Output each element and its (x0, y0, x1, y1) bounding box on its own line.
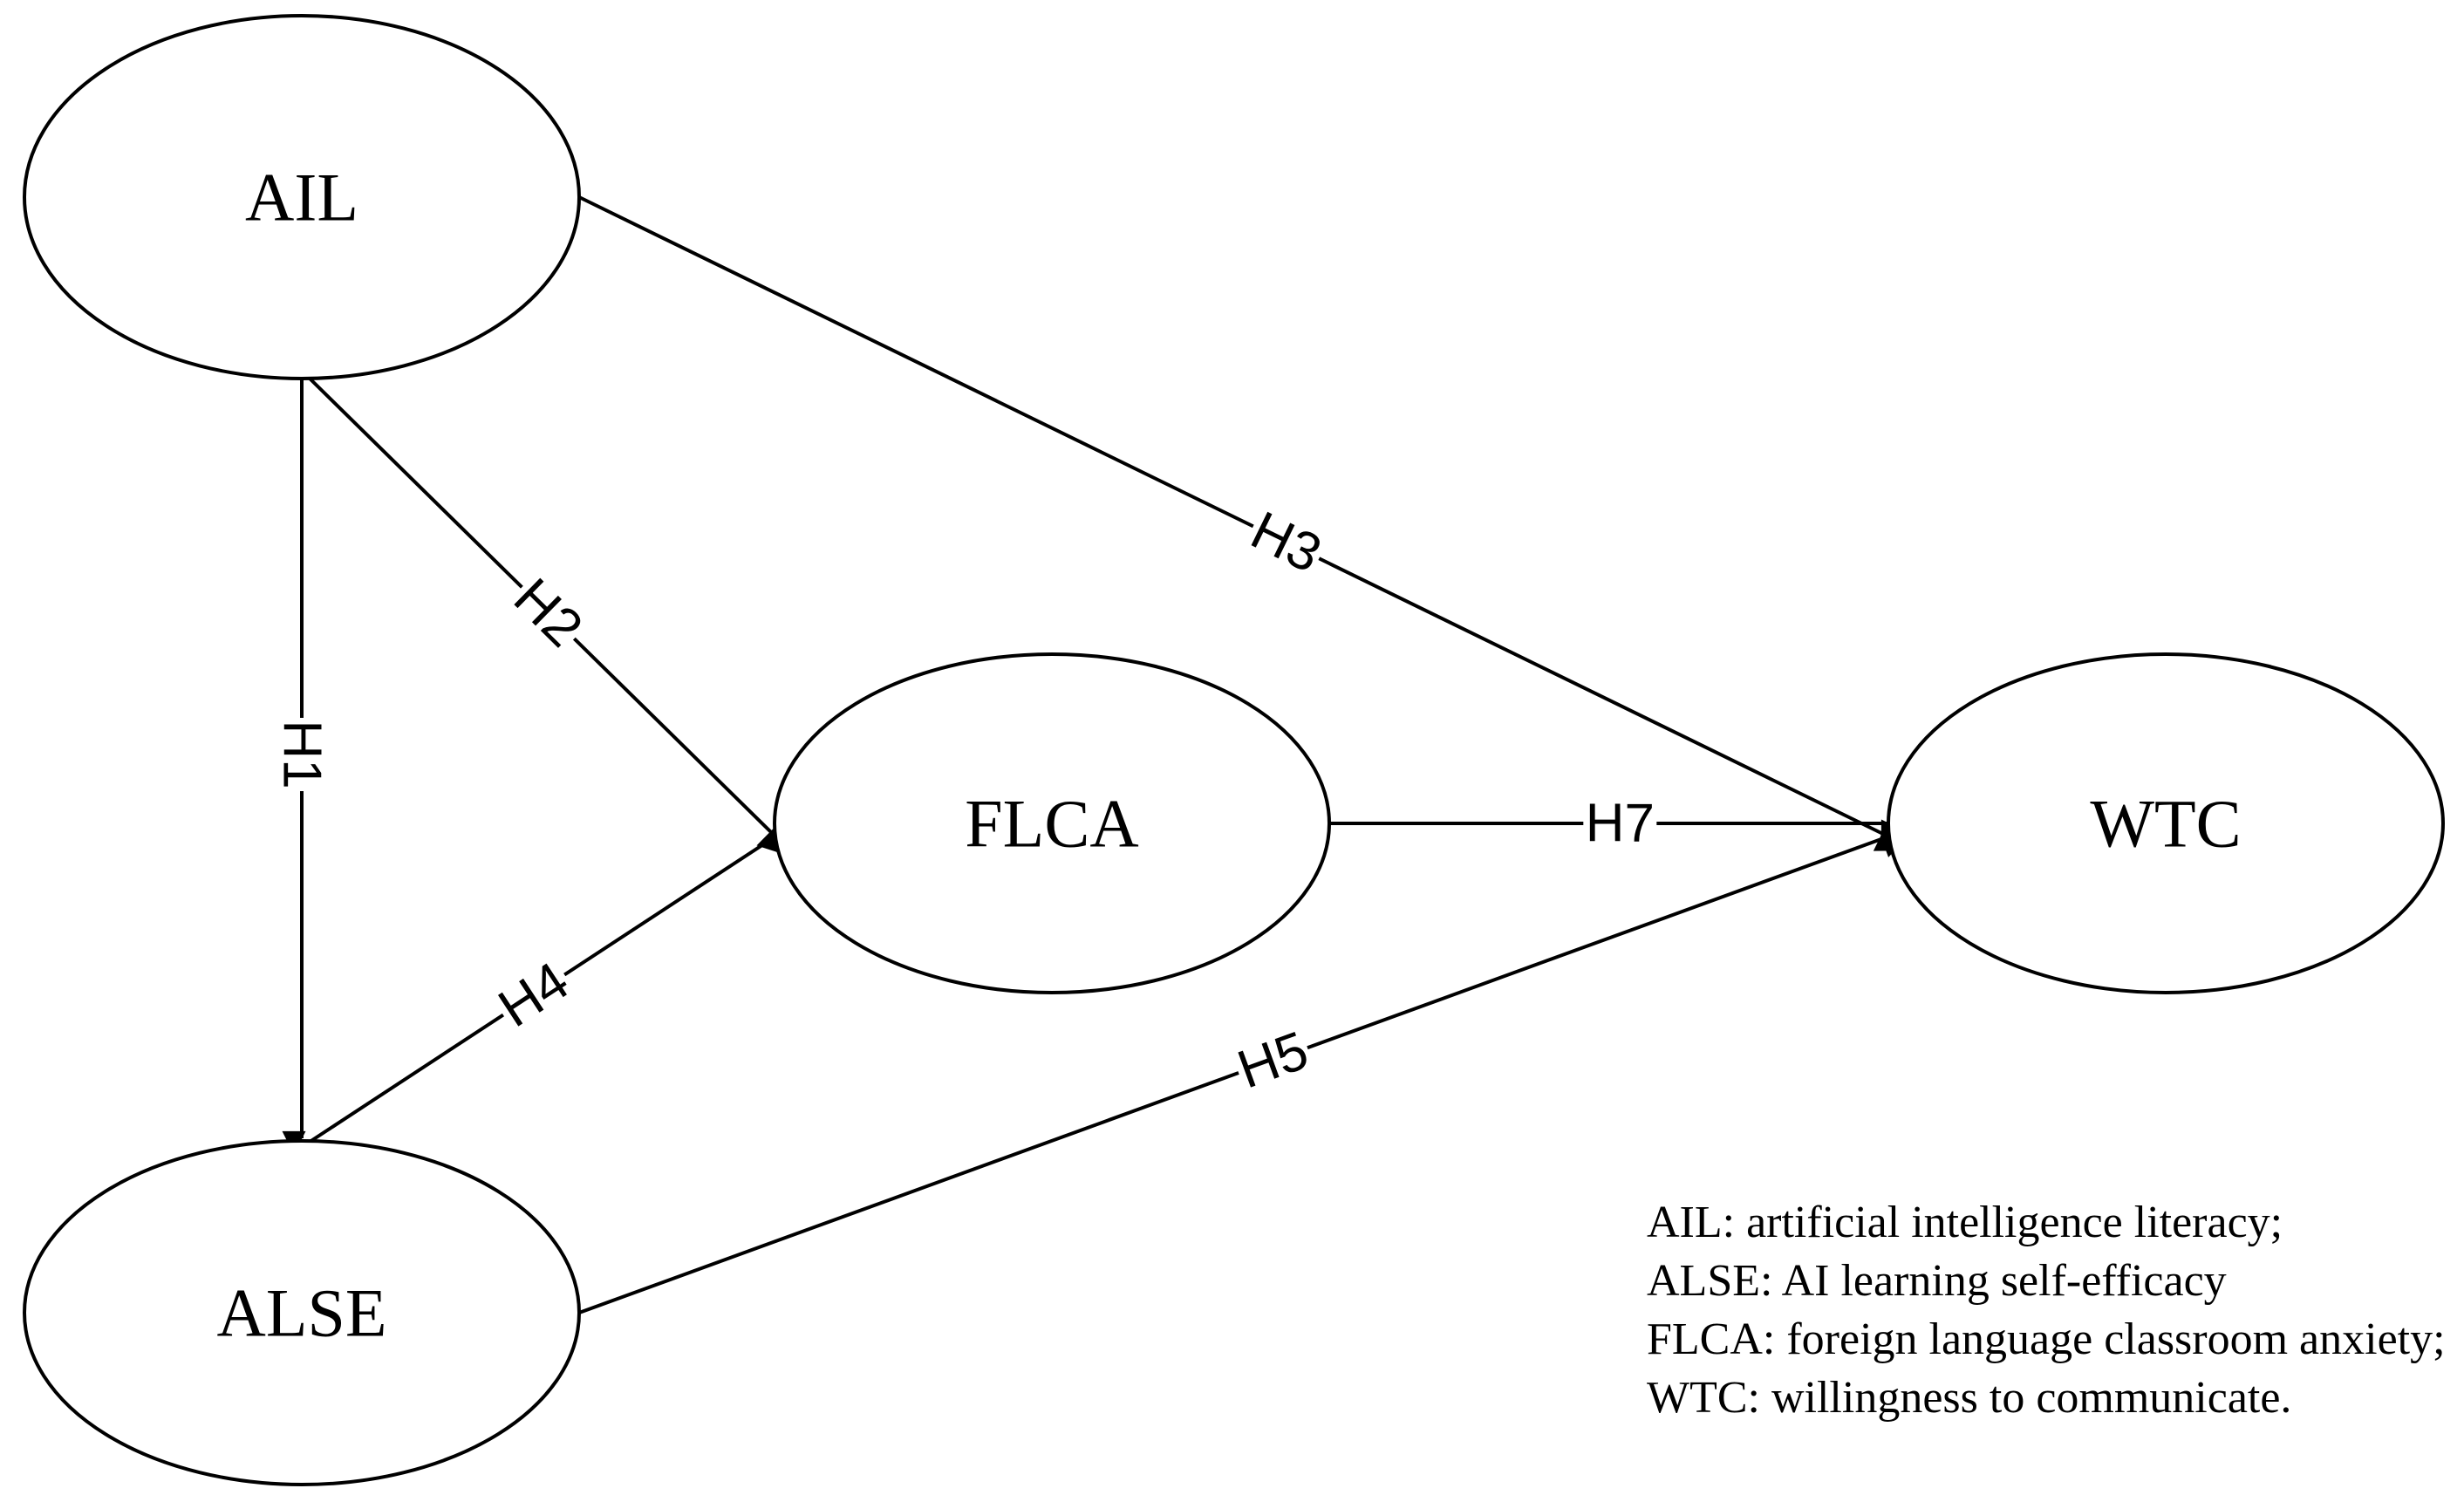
edge-label-bg-h2 (502, 567, 594, 659)
node-label-wtc: WTC (2090, 786, 2241, 862)
node-alse (23, 1139, 581, 1486)
legend-item-alse: ALSE: AI learning self-efficacy (1647, 1256, 2227, 1306)
edge-label-h1: H1 (272, 720, 332, 789)
edge-label-bg-h7 (1583, 795, 1657, 851)
legend-item-flca: FLCA: foreign language classroom anxiety… (1647, 1314, 2446, 1364)
legend-item-wtc: WTC: willingness to communicate. (1647, 1373, 2292, 1423)
edge-label-bg-h1 (274, 718, 330, 791)
legend: AIL: artificial intelligence literacy; A… (1647, 1193, 2446, 1427)
legend-item-ail: AIL: artificial intelligence literacy; (1647, 1198, 2283, 1247)
edge-h5 (578, 835, 1907, 1314)
edge-h3 (578, 195, 1901, 851)
edge-label-bg-h4 (488, 951, 580, 1039)
node-label-flca: FLCA (965, 786, 1138, 862)
edge-label-h4: H4 (488, 951, 579, 1039)
edge-label-h3: H3 (1242, 500, 1331, 584)
edge-label-h7: H7 (1586, 794, 1655, 854)
node-flca (773, 652, 1331, 994)
edge-label-h5: H5 (1230, 1021, 1315, 1101)
edge-label-bg-h3 (1240, 501, 1332, 584)
node-label-ail: AIL (245, 160, 358, 236)
node-ail (23, 14, 581, 380)
node-label-alse: ALSE (217, 1275, 387, 1351)
edge-label-bg-h5 (1229, 1021, 1317, 1100)
node-wtc (1887, 652, 2445, 994)
